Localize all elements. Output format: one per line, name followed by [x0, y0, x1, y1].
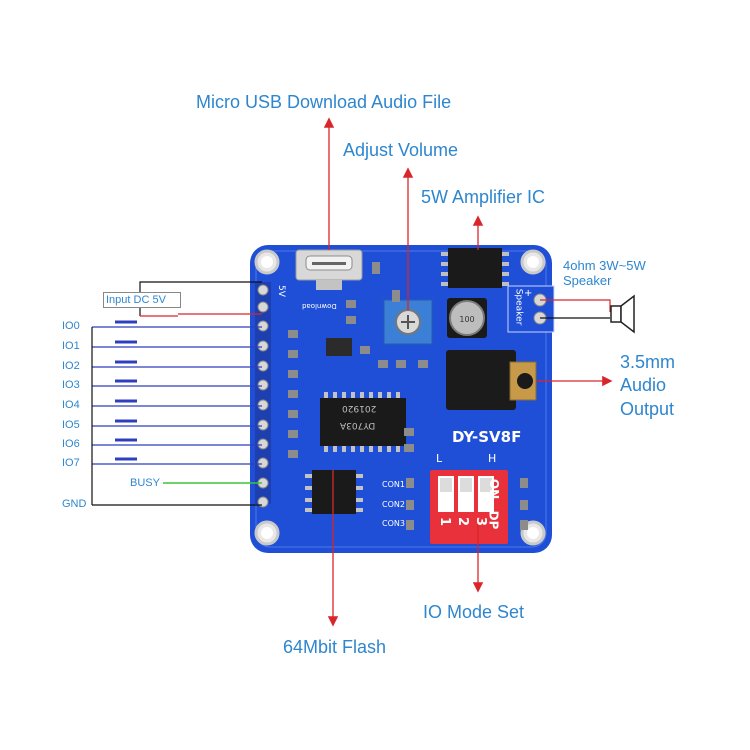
usb-callout: Micro USB Download Audio File	[196, 92, 452, 112]
io-pin-label: IO7	[62, 457, 80, 469]
usb-connector	[295, 249, 363, 290]
switch-number-3: 3	[473, 516, 489, 527]
io-pin-label: IO3	[62, 379, 80, 391]
capacitor: 100	[447, 298, 487, 338]
input-dc-label: Input DC 5V	[103, 292, 181, 308]
smd-components	[288, 262, 528, 530]
board-model-label: DY-SV8F	[452, 428, 522, 446]
flash-callout: 64Mbit Flash	[283, 637, 387, 657]
io-pin-label: IO2	[62, 360, 80, 372]
pcb-board: 100	[250, 245, 555, 553]
con2-label: CON2	[382, 500, 405, 509]
gnd-label: GND	[62, 498, 87, 510]
audio-output-line1: 3.5mm	[620, 352, 676, 372]
main-chip-label: DY703A	[340, 420, 376, 430]
pin-5v-label: 5V	[275, 285, 286, 297]
amplifier-callout: 5W Amplifier IC	[421, 187, 546, 207]
main-chip-code: 201920	[342, 403, 377, 413]
switch-number-1: 1	[437, 516, 453, 527]
audio-jack	[446, 350, 537, 410]
speaker-spec-line1: 4ohm 3W~5W	[563, 258, 646, 273]
plus-label: +	[524, 288, 533, 299]
io-pin-label: IO1	[62, 340, 80, 352]
io-push-buttons	[115, 320, 137, 461]
volume-callout: Adjust Volume	[343, 140, 459, 160]
gnd-wire	[91, 327, 262, 506]
con1-label: CON1	[382, 480, 405, 489]
switch-on-label: ON	[487, 478, 502, 500]
dip-switch	[430, 470, 508, 544]
switch-low-label: L	[436, 452, 443, 465]
io-pin-label: IO5	[62, 419, 80, 431]
switch-high-label: H	[488, 452, 497, 465]
flash-chip	[305, 470, 363, 514]
amplifier-chip	[441, 248, 509, 288]
speaker-spec-line2: Speaker	[563, 273, 612, 288]
main-decoder-chip	[320, 392, 406, 452]
speaker-icon	[610, 294, 635, 334]
speaker-silkscreen: Speaker	[513, 288, 524, 326]
speaker-wires	[540, 299, 611, 319]
callout-arrows	[323, 117, 613, 627]
download-label: Download	[302, 302, 337, 310]
io-pin-label: IO0	[62, 320, 80, 332]
io-mode-callout: IO Mode Set	[423, 602, 525, 622]
io-pin-label: IO6	[62, 438, 80, 450]
io-pin-label: IO4	[62, 399, 80, 411]
con3-label: CON3	[382, 519, 405, 528]
io-wires	[92, 326, 262, 465]
audio-output-line3: Output	[620, 399, 675, 419]
busy-label: BUSY	[130, 477, 160, 489]
switch-number-2: 2	[455, 516, 471, 527]
pin-header	[255, 282, 271, 508]
svg-text:100: 100	[459, 315, 474, 324]
switch-dp-label: DP	[486, 510, 501, 530]
audio-output-line2: Audio	[620, 375, 667, 395]
